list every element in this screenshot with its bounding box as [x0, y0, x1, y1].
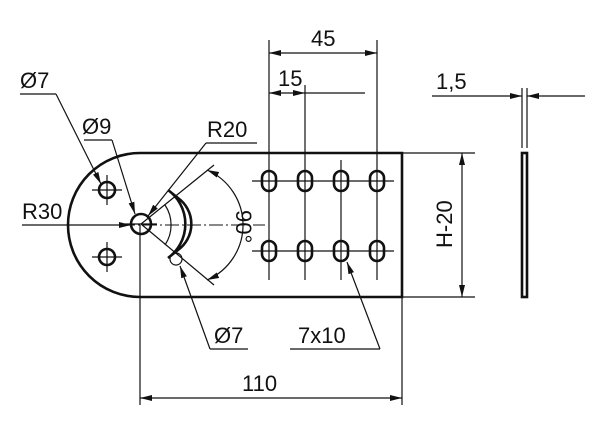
- slot-row-top: [252, 169, 394, 193]
- arc-slot: [167, 188, 193, 260]
- dim-h20-label: H-20: [432, 200, 457, 248]
- hole-bottom: [92, 242, 122, 272]
- dim-dia9-leader: [111, 139, 136, 215]
- dim-r30-label: R30: [22, 199, 62, 224]
- dim-slot-label: 7x10: [298, 323, 346, 348]
- side-view: [520, 151, 529, 299]
- dim-dia7-top-label: Ø7: [20, 68, 49, 93]
- dim-90-arc: [206, 169, 244, 281]
- plate-outline: [66, 151, 404, 299]
- dim-dia7-bottom-leader: [179, 265, 211, 350]
- dim-90-label: 90°: [231, 210, 256, 243]
- slot-row-bottom: [252, 239, 394, 263]
- dim-15-label: 15: [278, 66, 302, 91]
- dim-dia7-bottom-label: Ø7: [214, 323, 243, 348]
- dim-slot-leader: [346, 261, 381, 350]
- dim-dia7-top-leader: [55, 93, 102, 185]
- hole-top: [92, 175, 122, 205]
- arc-slot-end-hole: [169, 252, 183, 266]
- arc-slot-centerline: [164, 204, 172, 246]
- dim-r20-leader: [147, 142, 207, 217]
- dim-45-label: 45: [311, 26, 335, 51]
- dim-dia9-label: Ø9: [82, 114, 111, 139]
- dim-110-label: 110: [242, 371, 277, 396]
- dim-1-5-label: 1,5: [436, 69, 467, 94]
- dim-r20-label: R20: [207, 117, 247, 142]
